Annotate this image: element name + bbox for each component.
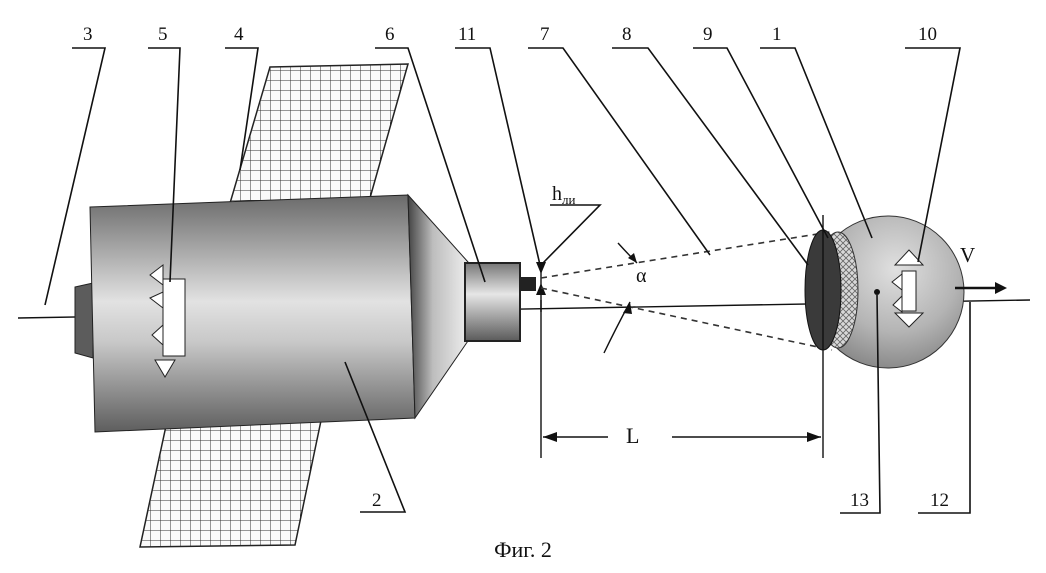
label-10: 10 <box>918 24 937 45</box>
label-8: 8 <box>622 24 632 45</box>
label-6: 6 <box>385 24 395 45</box>
L-arrow-left <box>543 432 557 442</box>
ion-source-unit <box>465 263 520 341</box>
L-arrow-right <box>807 432 821 442</box>
label-3: 3 <box>83 24 93 45</box>
symbol-h: hли <box>552 183 575 207</box>
label-11: 11 <box>458 24 476 45</box>
label-5: 5 <box>158 24 168 45</box>
label-9: 9 <box>703 24 713 45</box>
label-2: 2 <box>372 490 382 511</box>
conical-section <box>408 195 470 418</box>
label-4: 4 <box>234 24 244 45</box>
symbol-L: L <box>626 423 639 448</box>
label-12: 12 <box>930 490 949 511</box>
alpha-arrow-lower-head <box>623 302 632 314</box>
label-13: 13 <box>850 490 869 511</box>
symbol-alpha: α <box>636 265 647 287</box>
ion-source-nozzle <box>520 277 536 291</box>
center-of-mass-point <box>874 289 880 295</box>
h-arrow-top <box>536 262 546 274</box>
velocity-vector-head <box>995 282 1007 294</box>
figure-caption: Фиг. 2 <box>0 537 1046 563</box>
rear-nozzle <box>75 283 93 358</box>
beam-boundary-lower <box>541 288 832 350</box>
beam-boundary-upper <box>541 232 830 278</box>
upper-solar-panel <box>228 64 408 210</box>
spacecraft-main-body <box>90 195 415 432</box>
symbol-V: V <box>960 243 975 267</box>
label-1: 1 <box>772 24 782 45</box>
label-7: 7 <box>540 24 550 45</box>
